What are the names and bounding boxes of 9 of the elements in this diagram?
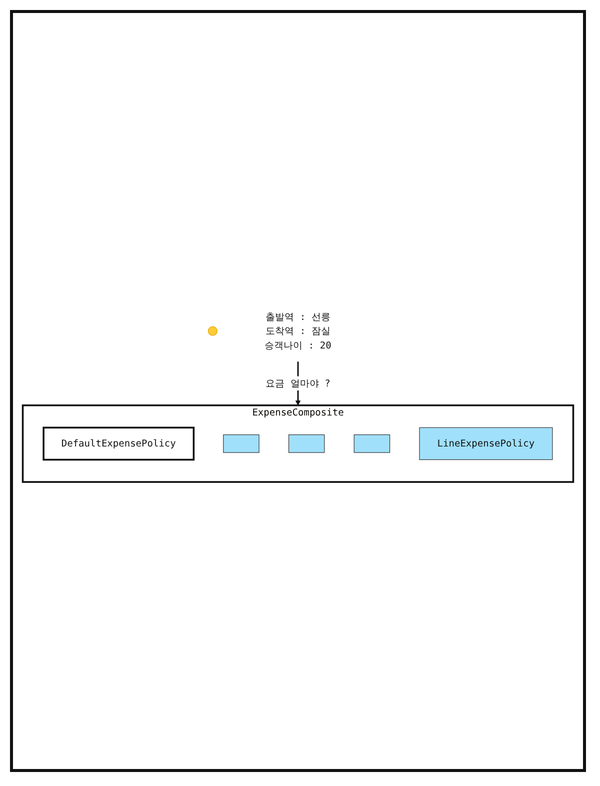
node-box — [354, 434, 390, 452]
node-box — [288, 434, 325, 452]
node-box — [419, 426, 553, 460]
node-text: 출발역 : 선릉 도착역 : 잠실 승객나이 : 20 — [264, 310, 332, 350]
node-circle — [208, 326, 218, 336]
cluster — [22, 404, 574, 482]
node-box — [223, 434, 260, 452]
node-box — [42, 426, 195, 460]
frame-border: 요금 얼마야 ? ExpenseComposite DefaultExpensePolicy LineExpensePolicy 출발역 : 선릉 도착역 : 잠실 승객나이 : 20 — [10, 10, 586, 772]
